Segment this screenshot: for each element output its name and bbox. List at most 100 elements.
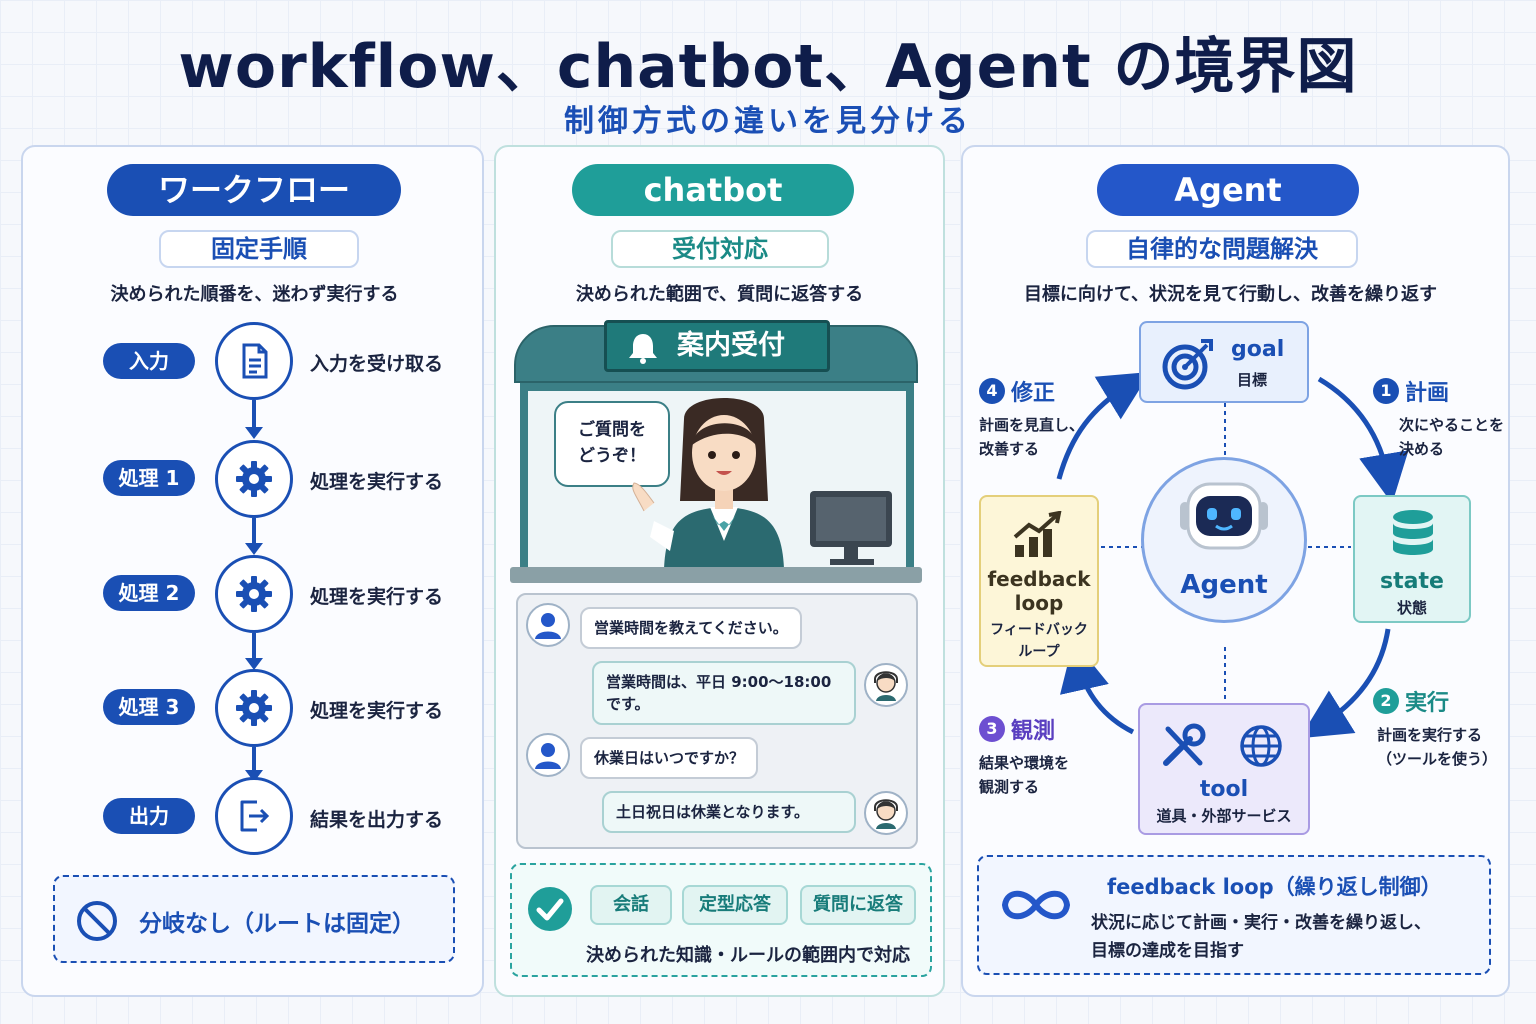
step-number-badge: 1 <box>1373 378 1399 404</box>
growth-chart-icon <box>1013 511 1062 557</box>
state-title: state <box>1380 569 1444 594</box>
feedback-title-line-2: loop <box>1014 591 1064 615</box>
tool-node: tool 道具・外部サービス <box>1138 703 1310 835</box>
chatbot-panel: chatbot 受付対応 決められた範囲で、質問に返答する 案内受付 ご質問を … <box>494 145 945 997</box>
step-circle-process-2 <box>215 555 293 633</box>
workflow-note: 分岐なし（ルートは固定） <box>53 875 455 963</box>
step-desc-line-2: 決める <box>1399 440 1445 458</box>
step-desc-line-1: 計画を見直し、 <box>979 416 1085 434</box>
receptionist-illustration <box>632 398 892 569</box>
step-text-input: 入力を受け取る <box>310 353 444 375</box>
workflow-subheader: 固定手順 <box>159 230 359 268</box>
tag-answer-questions: 質問に返答 <box>800 885 916 925</box>
workflow-panel: ワークフロー 固定手順 決められた順番を、迷わず実行する 入力 入力を受け取る … <box>21 145 484 997</box>
agent-step-observe-desc: 結果や環境を 観測する <box>979 751 1069 799</box>
gear-icon <box>236 576 272 612</box>
agent-step-revise-desc: 計画を見直し、 改善する <box>979 413 1084 461</box>
step-desc-line-2: （ツールを使う） <box>1377 750 1498 768</box>
gear-icon <box>236 461 272 497</box>
feedback-sub-line-1: フィードバック <box>990 622 1088 638</box>
chat-message-user: 営業時間を教えてください。 <box>580 607 802 649</box>
step-text-process-1: 処理を実行する <box>310 471 444 493</box>
target-icon <box>1162 339 1213 390</box>
state-sub: 状態 <box>1396 599 1427 617</box>
bot-avatar <box>864 791 908 835</box>
agent-note-title: feedback loop（繰り返し制御） <box>1107 875 1442 899</box>
exit-icon <box>240 800 270 832</box>
step-title-text: 計画 <box>1405 381 1450 406</box>
flow-arrow-head <box>245 658 263 670</box>
workflow-note-text: 分岐なし（ルートは固定） <box>139 911 415 937</box>
step-circle-input <box>215 322 293 400</box>
agent-note-line-2: 目標の達成を目指す <box>1091 941 1244 961</box>
chat-message-user: 休業日はいつですか？ <box>580 737 759 779</box>
step-text-process-2: 処理を実行する <box>310 586 444 608</box>
flow-connector <box>252 747 256 775</box>
step-desc-line-1: 次にやることを <box>1399 416 1505 434</box>
chat-message-bot: 土日祝日は休業となります。 <box>602 791 856 833</box>
step-circle-process-3 <box>215 669 293 747</box>
robot-icon <box>1180 482 1268 550</box>
agent-step-plan-desc: 次にやることを 決める <box>1399 413 1504 461</box>
bot-avatar <box>864 663 908 707</box>
agent-note-line-1: 状況に応じて計画・実行・改善を繰り返し、 <box>1091 913 1431 933</box>
agent-note: feedback loop（繰り返し制御） 状況に応じて計画・実行・改善を繰り返… <box>977 855 1491 975</box>
document-icon <box>242 343 268 379</box>
infinity-icon <box>1001 890 1071 920</box>
globe-icon <box>1240 725 1282 767</box>
speech-line-1: ご質問を <box>578 420 646 440</box>
workflow-header: ワークフロー <box>107 164 401 216</box>
chat-window: 営業時間を教えてください。 営業時間は、平日 9:00～18:00 です。 休業… <box>516 593 918 849</box>
goal-title: goal <box>1231 337 1285 362</box>
step-desc-line-2: 改善する <box>979 440 1040 458</box>
bell-icon <box>629 334 657 364</box>
gear-icon <box>236 690 272 726</box>
user-avatar <box>526 733 570 777</box>
tools-icon <box>1163 723 1206 766</box>
step-desc-line-1: 結果や環境を <box>979 754 1070 772</box>
chatbot-note: 会話 定型応答 質問に返答 決められた知識・ルールの範囲内で対応 <box>510 863 932 977</box>
feedback-title: feedback loop <box>981 567 1097 615</box>
step-label-process-1: 処理 1 <box>103 460 195 496</box>
user-icon <box>535 743 561 769</box>
agent-note-body: 状況に応じて計画・実行・改善を繰り返し、 目標の達成を目指す <box>1091 909 1431 965</box>
step-text-process-3: 処理を実行する <box>310 700 444 722</box>
step-title-text: 実行 <box>1405 691 1450 716</box>
user-avatar <box>526 603 570 647</box>
agent-step-execute-desc: 計画を実行する （ツールを使う） <box>1377 723 1497 771</box>
state-node: state 状態 <box>1353 495 1471 623</box>
prohibited-icon <box>77 901 117 941</box>
page-title: workflow、chatbot、Agent の境界図 <box>178 32 1358 102</box>
step-label-process-3: 処理 3 <box>103 689 195 725</box>
chat-message-bot: 営業時間は、平日 9:00～18:00 です。 <box>592 661 856 725</box>
agent-panel: Agent 自律的な問題解決 目標に向けて、状況を見て行動し、改善を繰り返す <box>961 145 1510 997</box>
agent-loop-arrows <box>1056 371 1409 739</box>
agent-center: Agent <box>1141 457 1307 623</box>
database-icon <box>1393 510 1433 555</box>
chatbot-description: 決められた範囲で、質問に返答する <box>575 284 864 305</box>
goal-sub: 目標 <box>1237 371 1268 389</box>
tool-title: tool <box>1199 777 1249 802</box>
step-number-badge: 2 <box>1373 688 1399 714</box>
agent-description: 目標に向けて、状況を見て行動し、改善を繰り返す <box>1023 284 1438 305</box>
support-agent-icon <box>874 671 898 701</box>
step-text-output: 結果を出力する <box>310 809 444 831</box>
tag-canned-response: 定型応答 <box>682 885 788 925</box>
step-label-process-2: 処理 2 <box>103 575 195 611</box>
support-agent-icon <box>874 799 898 829</box>
step-desc-line-1: 計画を実行する <box>1377 726 1483 744</box>
step-label-output: 出力 <box>103 798 195 834</box>
booth-sign-text: 案内受付 <box>677 330 785 361</box>
booth-sign: 案内受付 <box>604 320 830 372</box>
workflow-description: 決められた順番を、迷わず実行する <box>110 284 399 305</box>
flow-arrow-head <box>245 543 263 555</box>
tag-conversation: 会話 <box>590 885 672 925</box>
step-label-input: 入力 <box>103 343 195 379</box>
step-desc-line-2: 観測する <box>979 778 1040 796</box>
chatbot-subheader: 受付対応 <box>611 230 829 268</box>
agent-header: Agent <box>1097 164 1359 216</box>
step-circle-output <box>215 777 293 855</box>
